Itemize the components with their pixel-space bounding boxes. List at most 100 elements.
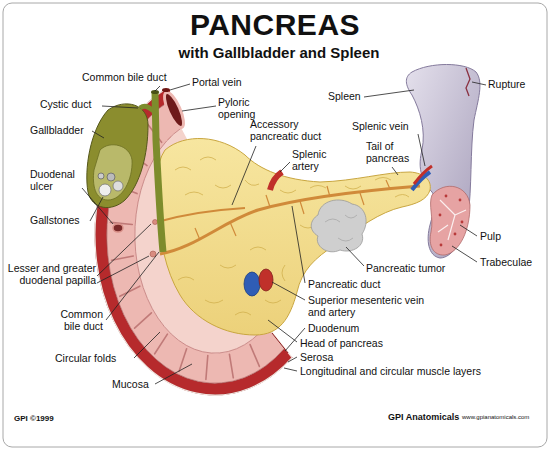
leader-line [472, 82, 486, 85]
part-label: Superior mesenteric vein and artery [308, 294, 424, 318]
part-label: Head of pancreas [300, 337, 383, 349]
lesser-papilla [153, 220, 158, 225]
duodenal-ulcer [113, 224, 123, 232]
label-box: Accessory pancreatic duct [250, 118, 340, 142]
frame [3, 3, 547, 447]
part-label: Pulp [480, 230, 501, 242]
pancreas [151, 88, 432, 335]
part-label: Pyloric opening [218, 96, 255, 120]
leader-line [90, 197, 103, 221]
leader-line [346, 247, 364, 266]
part-label: Trabeculae [480, 256, 532, 268]
gallbladder-interior [93, 145, 132, 200]
leader-line [232, 146, 256, 205]
leader-line [288, 357, 297, 362]
gallstone [113, 181, 123, 191]
label-box: Mucosa [112, 378, 157, 390]
label-box: Tail of pancreas [366, 140, 416, 164]
label-box: Common bile duct [82, 71, 182, 83]
label-box: Common bile duct [48, 308, 103, 332]
spleen-body [406, 65, 480, 259]
label-box: Superior mesenteric vein and artery [308, 294, 426, 318]
label-box: Portal vein [192, 76, 252, 88]
part-label: Gallstones [30, 214, 80, 226]
label-box: Pancreatic tumor [366, 262, 466, 274]
title: PANCREAS [190, 8, 360, 41]
label-box: Gallbladder [30, 124, 90, 136]
part-label: Longitudinal and circular muscle layers [300, 365, 481, 377]
gallstone [107, 173, 115, 181]
leader-line [418, 134, 425, 166]
leader-line [280, 162, 290, 172]
leader-line [92, 131, 104, 138]
label-box: Head of pancreas [300, 337, 400, 349]
label-box: Duodenum [308, 322, 368, 334]
spleen [406, 65, 480, 259]
part-label: Accessory pancreatic duct [250, 118, 321, 142]
accessory-duct [157, 208, 245, 222]
leader-line [292, 206, 305, 283]
part-label: www.gpianatomicals.com [462, 414, 529, 420]
part-label: Splenic vein [352, 120, 409, 132]
label-box: Spleen [328, 90, 368, 102]
title-box: PANCREAS [0, 8, 550, 43]
pancreas-body [157, 139, 431, 335]
label-box: Gallstones [30, 214, 90, 226]
leader-line [284, 368, 297, 371]
label-box: Splenic artery [292, 148, 337, 172]
leader-line [364, 90, 414, 97]
part-label: Duodenal ulcer [30, 168, 75, 192]
leader-line [155, 86, 160, 91]
part-label: Gallbladder [30, 124, 84, 136]
label-box: Pyloric opening [218, 96, 263, 120]
label-box: Serosa [300, 351, 350, 363]
leader-line [82, 188, 113, 224]
leader-line [155, 364, 192, 384]
pancreatic-tumor [311, 200, 366, 252]
part-label: Common bile duct [60, 308, 103, 332]
rupture-crack [466, 68, 470, 96]
leader-line [97, 224, 151, 276]
part-label: Tail of pancreas [366, 140, 409, 164]
label-box: GPI Anatomicals [388, 412, 460, 422]
part-label: Spleen [328, 90, 361, 102]
part-label: GPI ©1999 [14, 414, 54, 423]
part-label: Duodenum [308, 322, 359, 334]
label-box: with Gallbladder and Spleen [4, 44, 550, 61]
gallbladder [87, 104, 155, 208]
label-box: Lesser and greater duodenal papilla [6, 262, 96, 286]
part-label: Rupture [488, 78, 525, 90]
part-label: GPI Anatomicals [388, 412, 459, 422]
subtitle: with Gallbladder and Spleen [179, 44, 380, 61]
superior-mesenteric-artery [259, 269, 273, 291]
gallstone [98, 173, 104, 179]
portal-vein-end [162, 88, 170, 92]
label-box: Trabeculae [480, 256, 540, 268]
part-label: Pancreatic tumor [366, 262, 445, 274]
pyloric-opening [161, 90, 187, 130]
part-label: Cystic duct [40, 98, 91, 110]
label-box: Duodenal ulcer [30, 168, 85, 192]
leader-line [460, 225, 477, 236]
lobules [175, 157, 409, 315]
leader-line [106, 252, 159, 320]
greater-papilla [150, 251, 156, 257]
label-box: www.gpianatomicals.com [462, 414, 542, 421]
gallstone [99, 184, 111, 196]
leader-line [182, 106, 216, 111]
label-box: Rupture [488, 78, 538, 90]
label-box: Pulp [480, 230, 510, 242]
label-box: Circular folds [55, 352, 135, 364]
part-label: Splenic artery [292, 148, 326, 172]
label-box: Pancreatic duct [308, 278, 398, 290]
pancreatic-duct [160, 186, 420, 254]
label-box: Splenic vein [352, 120, 422, 132]
splenic-artery-branch [414, 166, 432, 184]
splenic-artery [270, 172, 282, 190]
leader-line [102, 106, 138, 108]
common-bile-duct [155, 92, 163, 252]
leader-line [268, 320, 297, 342]
leader-line [97, 256, 149, 283]
gallbladder-body [87, 104, 148, 208]
